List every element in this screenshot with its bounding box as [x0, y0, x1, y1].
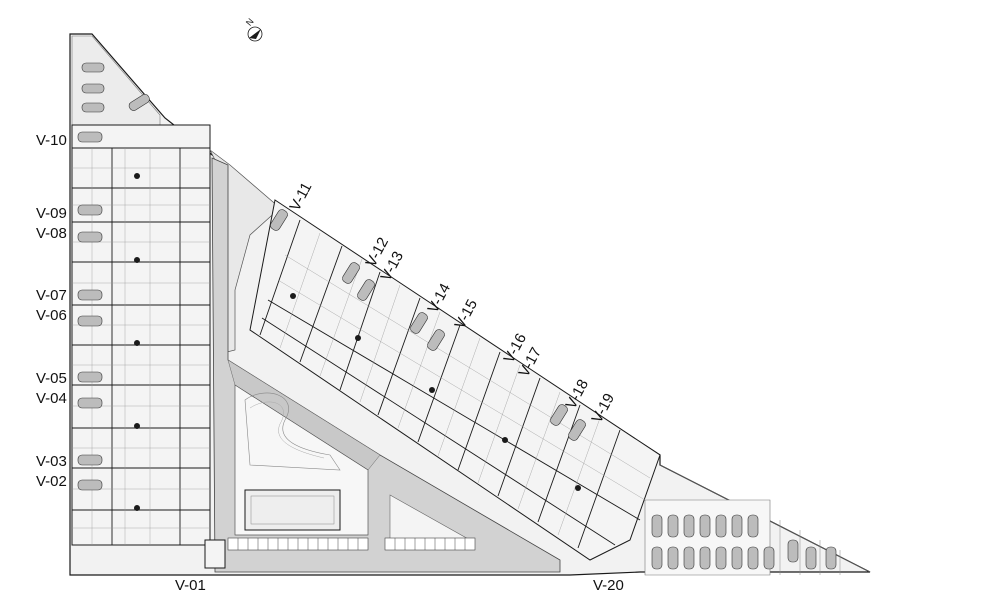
car-icon — [357, 279, 375, 301]
car-icon — [77, 371, 103, 383]
car-icon — [410, 312, 428, 334]
unit-label-v19: V-19 — [589, 391, 618, 426]
unit-label-v05: V-05 — [36, 370, 67, 387]
car-icon — [81, 102, 105, 113]
car-icon — [747, 546, 759, 570]
car-icon — [342, 262, 360, 284]
unit-label-v11: V-11 — [287, 180, 316, 214]
unit-label-v20: V-20 — [593, 577, 624, 594]
car-icon — [427, 329, 445, 351]
west-unit-labels: V-10 V-09 V-08 V-07 V-06 V-05 V-04 V-03 … — [36, 132, 67, 490]
bottom-parking-strip — [204, 537, 476, 569]
car-icon — [77, 397, 103, 409]
car-icon — [77, 131, 103, 143]
car-icon — [805, 546, 817, 570]
unit-label-v03: V-03 — [36, 453, 67, 470]
central-garden — [234, 384, 369, 536]
car-icon — [77, 479, 103, 491]
unit-label-v04: V-04 — [36, 390, 67, 407]
diagonal-unit-row — [249, 199, 661, 561]
car-icon — [731, 514, 743, 538]
parking-corner-north — [71, 35, 161, 126]
swimming-pool — [244, 489, 341, 531]
compass-letter: N — [244, 16, 256, 27]
compass-north-arrow-icon: N — [244, 16, 263, 42]
car-icon — [77, 315, 103, 327]
car-icon — [550, 404, 568, 426]
car-icon — [77, 454, 103, 466]
car-icon — [699, 514, 711, 538]
car-icon — [651, 546, 663, 570]
unit-label-v09: V-09 — [36, 205, 67, 222]
unit-label-v14: V-14 — [425, 281, 454, 316]
unit-label-v06: V-06 — [36, 307, 67, 324]
unit-label-v10: V-10 — [36, 132, 67, 149]
gatehouse — [204, 539, 226, 569]
unit-label-v02: V-02 — [36, 473, 67, 490]
unit-label-v15: V-15 — [452, 297, 481, 332]
car-icon — [715, 546, 727, 570]
car-icon — [77, 204, 103, 216]
car-icon — [128, 93, 150, 111]
car-icon — [77, 231, 103, 243]
car-icon — [787, 539, 799, 563]
car-icon — [763, 546, 775, 570]
car-icon — [667, 514, 679, 538]
car-icon — [270, 209, 288, 231]
car-icon — [667, 546, 679, 570]
parking-east — [644, 499, 841, 576]
car-icon — [731, 546, 743, 570]
car-icon — [683, 546, 695, 570]
car-icon — [699, 546, 711, 570]
unit-label-v08: V-08 — [36, 225, 67, 242]
car-icon — [81, 83, 105, 94]
unit-label-v07: V-07 — [36, 287, 67, 304]
bottom-unit-labels: V-01 V-20 — [175, 577, 624, 594]
car-icon — [81, 62, 105, 73]
car-icon — [747, 514, 759, 538]
unit-label-v01: V-01 — [175, 577, 206, 594]
car-icon — [568, 419, 586, 441]
car-icon — [825, 546, 837, 570]
car-icon — [77, 289, 103, 301]
car-icon — [715, 514, 727, 538]
west-unit-row — [71, 124, 211, 546]
car-icon — [683, 514, 695, 538]
car-icon — [651, 514, 663, 538]
